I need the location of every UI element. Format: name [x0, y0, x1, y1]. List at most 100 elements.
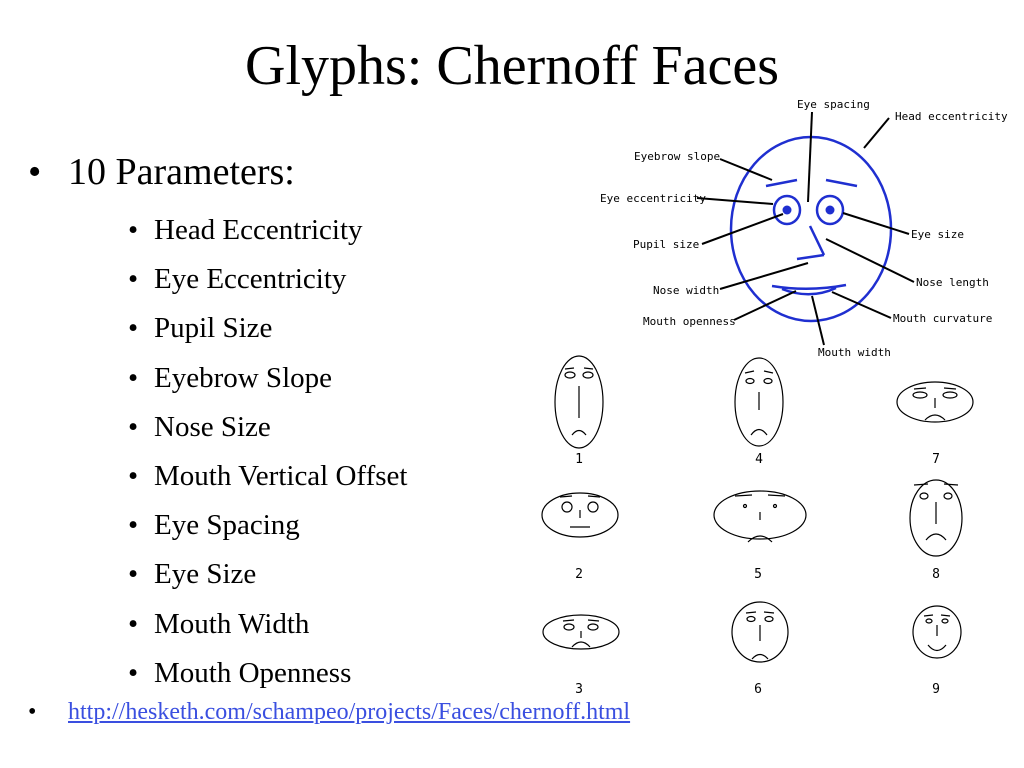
- leader-mouth-width: [811, 295, 825, 346]
- face-head: [554, 355, 604, 449]
- diagram-right-pupil: [825, 205, 835, 215]
- diagram-mouth-lower: [781, 286, 837, 296]
- face-mouth: [751, 653, 769, 660]
- label-eye-size: Eye size: [911, 228, 964, 241]
- parameter-list: • Head Eccentricity •Eye Eccentricity • Pu…: [128, 206, 407, 698]
- label-head-eccentricity: Head eccentricity: [895, 110, 1008, 123]
- main-bullet-text: 10 Parameters:: [68, 151, 295, 193]
- face-eyebrow: [913, 387, 927, 390]
- face-eye: [582, 371, 594, 379]
- parameter-text: Pupil Size: [154, 312, 273, 345]
- example-face: [909, 479, 963, 557]
- face-head: [542, 614, 620, 650]
- leader-eye-eccentricity: [696, 197, 774, 205]
- parameter-item: •Eye Size: [128, 550, 407, 599]
- face-mouth: [750, 428, 768, 436]
- label-pupil-size: Pupil size: [633, 238, 699, 251]
- face-eye: [943, 492, 953, 500]
- diagram-nose-line: [808, 225, 826, 256]
- face-eye: [919, 492, 929, 500]
- face-mouth: [927, 644, 947, 652]
- bullet-dot: •: [128, 460, 139, 493]
- label-eyebrow-slope: Eyebrow slope: [634, 150, 720, 163]
- main-bullet-item: •10 Parameters:: [28, 148, 295, 196]
- bullet-dot: •: [128, 656, 139, 689]
- leader-eye-size: [842, 212, 910, 235]
- diagram-left-pupil: [782, 205, 792, 215]
- bullet-dot: •: [128, 312, 139, 345]
- diagram-nose-base: [796, 253, 825, 261]
- leader-nose-width: [719, 262, 809, 290]
- parameter-item: •Mouth Width: [128, 600, 407, 649]
- example-face: [912, 605, 962, 659]
- face-mouth: [747, 535, 773, 543]
- face-eyebrow: [913, 483, 929, 486]
- parameter-item: • Pupil Size: [128, 304, 407, 353]
- parameter-item: • Nose Size: [128, 403, 407, 452]
- face-number: 3: [575, 682, 583, 697]
- label-mouth-width: Mouth width: [818, 346, 891, 359]
- face-eyebrow: [767, 494, 786, 497]
- face-eyebrow: [763, 611, 775, 614]
- leader-eyebrow-slope: [719, 158, 773, 181]
- face-eye: [912, 391, 928, 399]
- parameter-text: Mouth Vertical Offset: [154, 460, 408, 493]
- face-eyebrow: [744, 370, 755, 374]
- face-eye: [563, 623, 575, 631]
- example-face: [542, 614, 620, 650]
- parameter-text: Eyebrow Slope: [154, 361, 332, 394]
- face-eye: [587, 623, 599, 631]
- face-eyebrow: [763, 370, 774, 374]
- diagram-left-eyebrow: [765, 178, 798, 188]
- face-eye: [772, 503, 778, 509]
- face-eye: [746, 615, 756, 623]
- bullet-dot: •: [128, 509, 139, 542]
- source-link-row: •http://hesketh.com/schampeo/projects/Fa…: [28, 696, 630, 728]
- face-eyebrow: [923, 614, 934, 617]
- face-eye: [941, 618, 949, 624]
- parameter-text: Eye Spacing: [154, 509, 300, 542]
- bullet-dot: •: [128, 410, 139, 443]
- face-head: [909, 479, 963, 557]
- diagram-leader-lines: [696, 111, 915, 346]
- diagram-right-eyebrow: [825, 178, 858, 188]
- parameter-text: Mouth Openness: [154, 656, 352, 689]
- face-eyebrow: [734, 494, 753, 497]
- example-face: [734, 357, 784, 447]
- face-eye: [745, 377, 755, 385]
- diagram-right-eye: [815, 194, 845, 226]
- leader-mouth-openness: [733, 290, 797, 321]
- parameter-text: Eye Size: [154, 558, 257, 591]
- parameter-item: •Eye Eccentricity: [128, 255, 407, 304]
- face-eyebrow: [562, 619, 575, 622]
- face-eyebrow: [943, 387, 957, 390]
- label-mouth-openness: Mouth openness: [643, 315, 736, 328]
- slide-title: Glyphs: Chernoff Faces: [245, 35, 779, 97]
- face-number: 7: [932, 452, 940, 467]
- face-eye: [925, 618, 933, 624]
- parameter-text: Head Eccentricity: [154, 214, 363, 246]
- face-head: [896, 381, 974, 423]
- source-link[interactable]: http://hesketh.com/schampeo/projects/Fac…: [68, 699, 631, 725]
- face-eye: [942, 391, 958, 399]
- face-number: 6: [754, 682, 762, 697]
- face-eye: [561, 501, 573, 513]
- example-face: [554, 355, 604, 449]
- face-eye: [587, 501, 599, 513]
- parameter-text: Nose Size: [154, 410, 271, 443]
- face-eye: [742, 503, 748, 509]
- face-eyebrow: [583, 367, 594, 370]
- bullet-dot: •: [128, 361, 139, 394]
- label-eye-eccentricity: Eye eccentricity: [600, 192, 706, 205]
- face-head: [734, 357, 784, 447]
- label-mouth-curvature: Mouth curvature: [893, 312, 992, 325]
- example-face: [896, 381, 974, 423]
- leader-pupil-size: [701, 213, 784, 245]
- parameter-item: • Mouth Openness: [128, 649, 407, 698]
- face-eye: [764, 615, 774, 623]
- face-eyebrow: [940, 614, 951, 617]
- parameter-item: • Mouth Vertical Offset: [128, 452, 407, 501]
- face-head: [912, 605, 962, 659]
- parameter-item: • Eye Spacing: [128, 501, 407, 550]
